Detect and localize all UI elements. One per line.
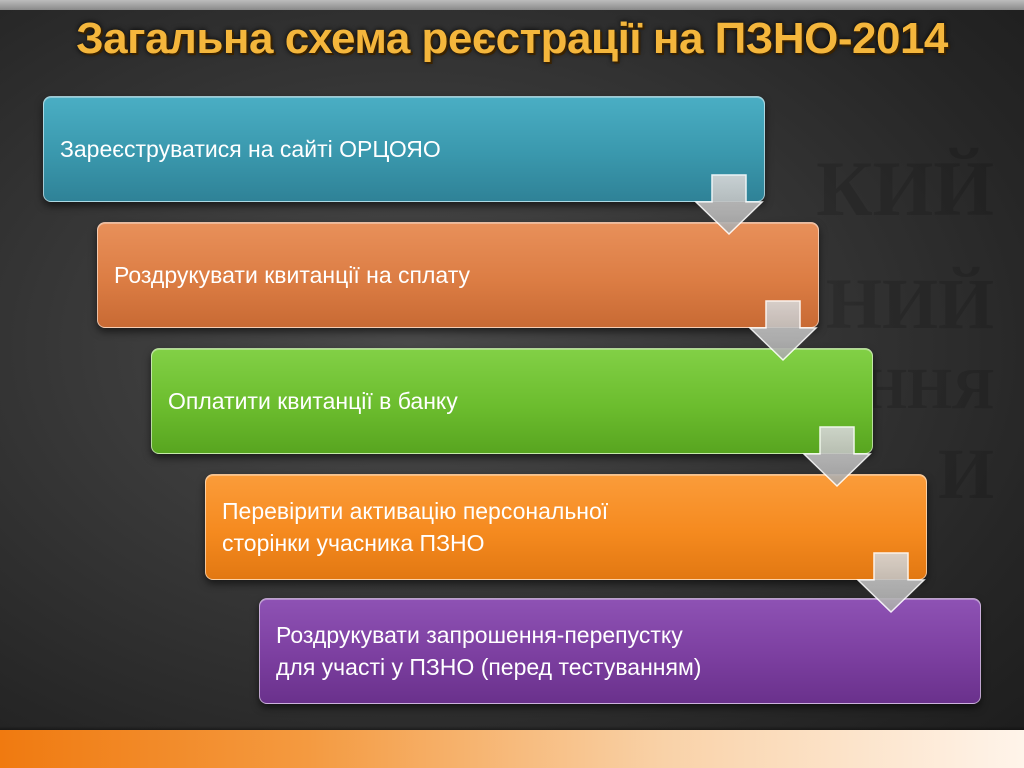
step-check-activation: Перевірити активацію персональної сторін… — [205, 474, 927, 580]
bottom-bar — [0, 730, 1024, 768]
top-strip — [0, 0, 1024, 10]
step-label: Оплатити квитанції в банку — [168, 388, 458, 414]
bottom-shade — [0, 726, 1024, 730]
step-label: Роздрукувати запрошення-перепустку для у… — [276, 622, 702, 680]
step-register: Зареєструватися на сайті ОРЦОЯО — [43, 96, 765, 202]
arrow-down-icon — [802, 426, 872, 488]
step-label: Перевірити активацію персональної сторін… — [222, 498, 609, 556]
step-print-receipts: Роздрукувати квитанції на сплату — [97, 222, 819, 328]
arrow-down-icon — [748, 300, 818, 362]
arrow-down-icon — [694, 174, 764, 236]
step-print-pass: Роздрукувати запрошення-перепустку для у… — [259, 598, 981, 704]
step-label: Роздрукувати квитанції на сплату — [114, 262, 470, 288]
arrow-down-icon — [856, 552, 926, 614]
slide-title: Загальна схема реєстрації на ПЗНО-2014 — [76, 14, 948, 63]
step-pay-bank: Оплатити квитанції в банку — [151, 348, 873, 454]
step-label: Зареєструватися на сайті ОРЦОЯО — [60, 136, 441, 162]
